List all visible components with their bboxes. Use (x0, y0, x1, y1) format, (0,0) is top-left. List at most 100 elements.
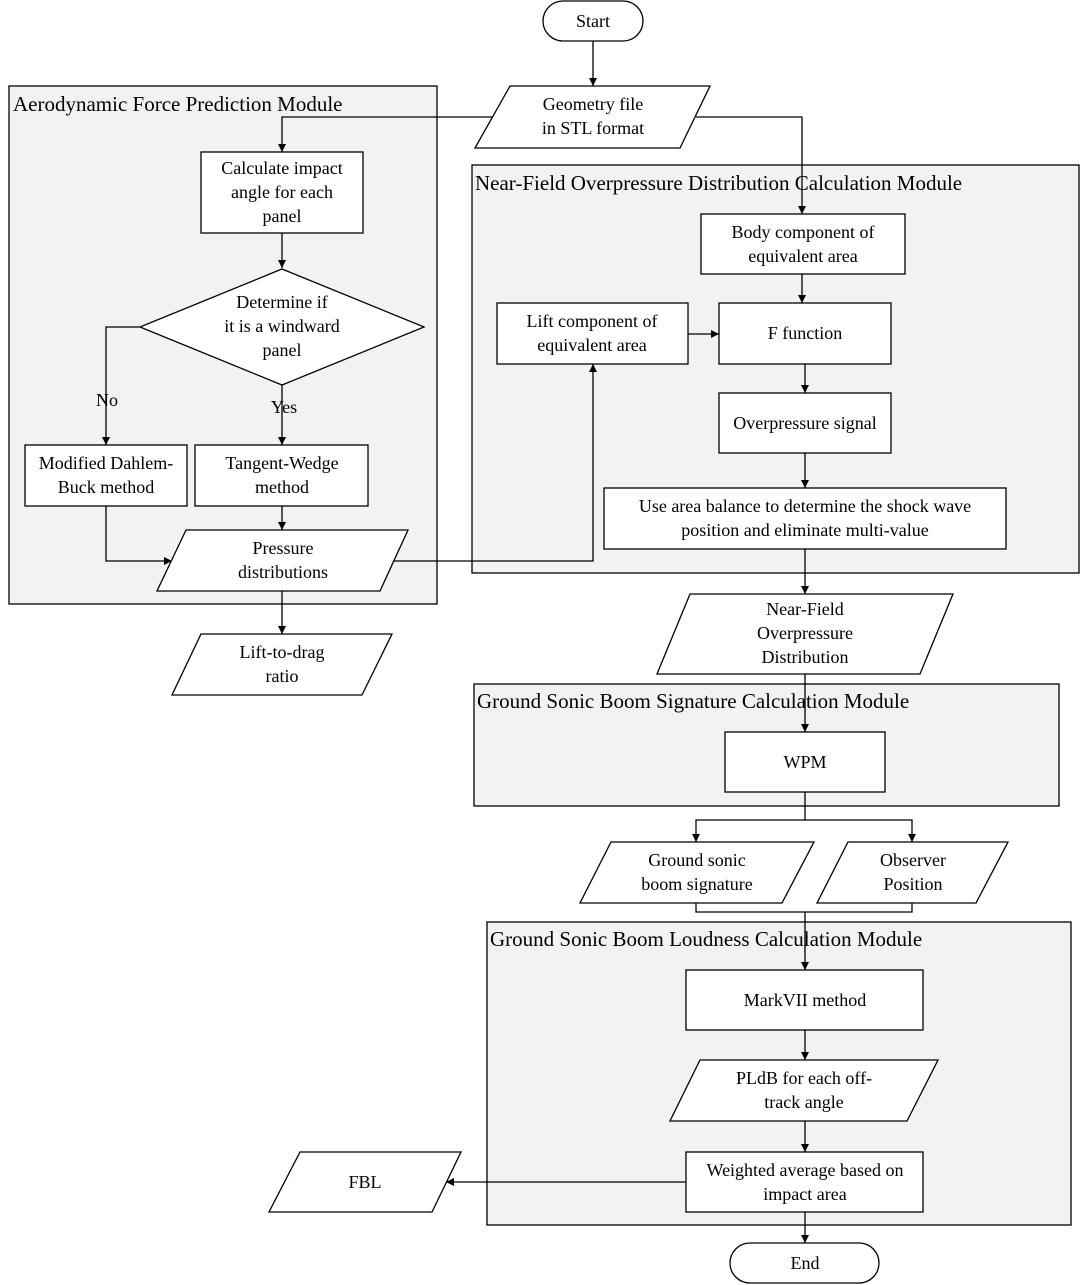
edge-label-no: No (96, 390, 118, 410)
edge-geometry-body (696, 116, 806, 214)
edge-signatures-markvii (695, 903, 913, 970)
lift-component-node: Lift component of equivalent area (496, 302, 689, 365)
wpm-label: WPM (783, 752, 826, 772)
windward-label-line: panel (263, 340, 302, 360)
markvii-label-line: MarkVII method (744, 990, 866, 1010)
f-function-label: F function (768, 323, 843, 343)
wpm-label-line: WPM (783, 752, 826, 772)
start-label-line: Start (576, 11, 610, 31)
edge-wpm-split (692, 792, 806, 842)
end-node: End (729, 1242, 880, 1284)
dahlem-buck-node: Modified Dahlem- Buck method (24, 444, 188, 507)
near-field-label-line: Near-Field (766, 599, 844, 619)
area-balance-label-line: Use area balance to determine the shock … (639, 496, 971, 516)
body-label: Body component of equivalent area (732, 222, 875, 266)
impact-angle-label: Calculate impact angle for each panel (221, 158, 342, 226)
lift-label-line: Lift component of (527, 311, 658, 331)
lift-drag-label-line: ratio (266, 666, 299, 686)
pressure-label-line: Pressure (253, 538, 314, 558)
start-node: Start (542, 0, 644, 42)
observer-label-line: Position (883, 874, 942, 894)
edge-pressure-lift (393, 364, 597, 562)
loudness-module-title: Ground Sonic Boom Loudness Calculation M… (490, 927, 922, 951)
edge-wpm-observer (805, 819, 916, 842)
lift-to-drag-node: Lift-to-drag ratio (170, 633, 394, 696)
dahlem-label: Modified Dahlem- Buck method (39, 453, 173, 497)
fbl-label: FBL (348, 1172, 381, 1192)
body-label-line: Body component of (732, 222, 875, 242)
ground-signature-node: Ground sonic boom signature (578, 841, 816, 904)
tangent-label-line: Tangent-Wedge (225, 453, 338, 473)
area-balance-label-line: position and eliminate multi-value (681, 520, 928, 540)
tangent-wedge-node: Tangent-Wedge method (194, 444, 369, 507)
start-label: Start (576, 11, 610, 31)
impact-angle-label-line: Calculate impact (221, 158, 342, 178)
geometry-label: Geometry file in STL format (542, 94, 644, 138)
area-balance-label: Use area balance to determine the shock … (639, 496, 971, 540)
f-function-node: F function (718, 302, 892, 365)
ground-sig-label-line: boom signature (641, 874, 752, 894)
fbl-label-line: FBL (348, 1172, 381, 1192)
wpm-node: WPM (724, 731, 886, 793)
pressure-label-line: distributions (238, 562, 328, 582)
pldb-label-line: PLdB for each off- (736, 1068, 872, 1088)
dahlem-label-line: Modified Dahlem- (39, 453, 173, 473)
near-field-label-line: Distribution (761, 647, 848, 667)
dahlem-label-line: Buck method (58, 477, 155, 497)
weighted-average-node: Weighted average based on impact area (685, 1151, 924, 1213)
edge-geometry-impact-angle (278, 116, 500, 152)
windward-label-line: Determine if (236, 292, 327, 312)
end-label-line: End (791, 1253, 820, 1273)
observer-label-line: Observer (880, 850, 946, 870)
lift-label: Lift component of equivalent area (527, 311, 658, 355)
lift-drag-label-line: Lift-to-drag (240, 642, 325, 662)
ground-signature-module-title: Ground Sonic Boom Signature Calculation … (477, 689, 909, 713)
impact-angle-label-line: angle for each (231, 182, 333, 202)
edge-label-yes: Yes (271, 397, 297, 417)
near-field-label-line: Overpressure (757, 623, 853, 643)
pldb-label-line: track angle (764, 1092, 843, 1112)
impact-angle-node: Calculate impact angle for each panel (200, 151, 364, 234)
pressure-label: Pressure distributions (238, 538, 328, 582)
pldb-node: PLdB for each off-track angle (668, 1059, 940, 1122)
edge-windward-dahlem (102, 326, 140, 445)
markvii-node: MarkVII method (685, 969, 924, 1031)
ground-sig-label: Ground sonic boom signature (641, 850, 752, 894)
nearfield-module-title: Near-Field Overpressure Distribution Cal… (475, 171, 962, 195)
connectors (102, 41, 916, 1243)
weighted-label: Weighted average based on impact area (707, 1160, 904, 1204)
pressure-distributions-node: Pressure distributions (155, 529, 410, 592)
lift-label-line: equivalent area (537, 335, 646, 355)
weighted-label-line: Weighted average based on (707, 1160, 904, 1180)
weighted-label-line: impact area (763, 1184, 846, 1204)
markvii-label: MarkVII method (744, 990, 866, 1010)
impact-angle-label-line: panel (263, 206, 302, 226)
windward-label: Determine if it is a windward panel (224, 292, 339, 360)
overpressure-label: Overpressure signal (733, 413, 876, 433)
geometry-label-line: Geometry file (543, 94, 643, 114)
overpressure-signal-node: Overpressure signal (718, 392, 892, 454)
ground-sig-label-line: Ground sonic (648, 850, 746, 870)
body-component-node: Body component of equivalent area (700, 213, 906, 275)
edge-dahlem-pressure (105, 506, 172, 565)
geometry-file-node: Geometry file in STL format (473, 85, 712, 149)
area-balance-node: Use area balance to determine the shock … (603, 487, 1007, 550)
pldb-label: PLdB for each off-track angle (736, 1068, 872, 1112)
body-label-line: equivalent area (748, 246, 857, 266)
overpressure-label-line: Overpressure signal (733, 413, 876, 433)
tangent-label-line: method (255, 477, 309, 497)
f-function-label-line: F function (768, 323, 843, 343)
aero-module-title: Aerodynamic Force Prediction Module (13, 92, 343, 116)
windward-label-line: it is a windward (224, 316, 339, 336)
geometry-label-line: in STL format (542, 118, 644, 138)
windward-decision-node: Determine if it is a windward panel (138, 268, 426, 386)
end-label: End (791, 1253, 820, 1273)
tangent-label: Tangent-Wedge method (225, 453, 338, 497)
fbl-node: FBL (267, 1151, 463, 1213)
lift-drag-label: Lift-to-drag ratio (240, 642, 325, 686)
